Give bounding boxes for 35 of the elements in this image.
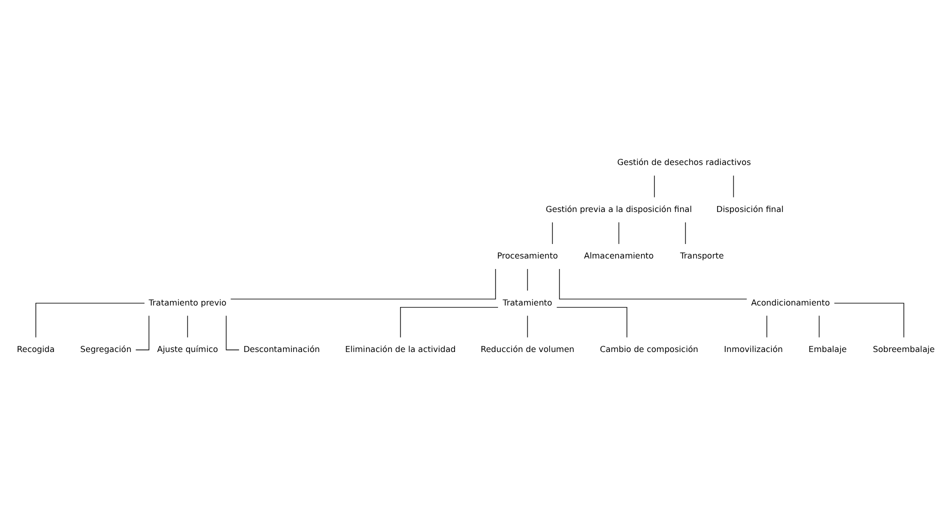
connector [552,222,553,244]
node-text: Recogida [16,344,55,354]
node-text: Embalaje [808,344,847,354]
node-text: Reducción de volumen [480,344,574,354]
node-text: Disposición final [716,204,784,214]
connector [527,268,528,291]
connector [559,268,748,300]
node-text: Cambio de composición [600,344,698,354]
node-text: Tratamiento [502,297,552,308]
connector [230,268,496,300]
connector [187,315,188,338]
connector [818,315,820,338]
node-text: Sobreembalaje [872,344,935,354]
node-text: Inmovilización [724,344,783,354]
node-text: Almacenamiento [584,250,654,261]
node-text: Gestión previa a la disposición final [546,204,692,214]
connector [400,306,498,338]
connector [834,302,904,338]
node-text: Procesamiento [497,250,558,261]
connector [527,315,528,338]
connector [654,175,655,198]
node-text: Segregación [80,344,132,354]
node-text: Acondicionamiento [751,297,830,308]
node-text: Ajuste químico [157,344,218,354]
node-text: Eliminación de la actividad [345,344,456,354]
connector [733,175,734,198]
node-text: Transporte [680,250,724,261]
connector [556,306,628,338]
node-text: Descontaminación [243,344,320,354]
node-text: Gestión de desechos radiactivos [617,157,751,168]
connector [685,222,686,244]
node-text: Tratamiento previo [148,297,226,308]
connector [618,222,620,244]
connector [35,302,145,338]
connector [766,315,768,338]
